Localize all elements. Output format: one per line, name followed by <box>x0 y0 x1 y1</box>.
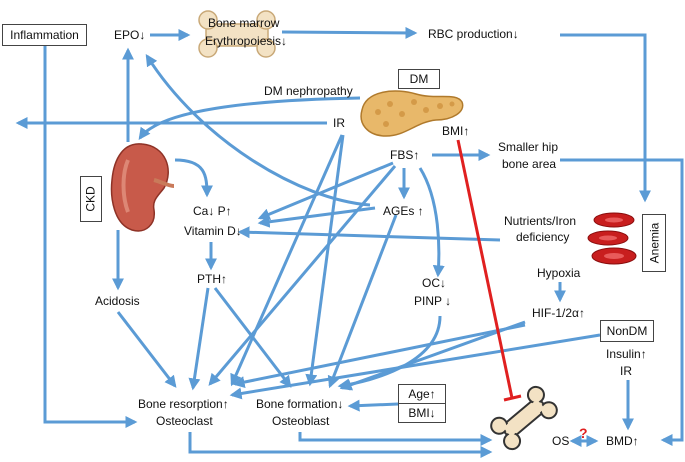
age-label: Age↑ <box>408 387 436 401</box>
ckd-label: CKD <box>84 186 98 212</box>
nutrients-label-2: deficiency <box>516 230 570 244</box>
pth-label: PTH↑ <box>197 272 227 286</box>
bone-formation-label: Bone formation↓ <box>256 397 344 411</box>
arrow-age-to-formation <box>347 399 399 412</box>
arrow-fbs-to-vitd <box>257 161 394 220</box>
insulin-label: Insulin↑ <box>606 347 647 361</box>
ckd-box: CKD <box>80 176 102 222</box>
pancreas-icon <box>360 90 464 137</box>
arrow-hif-to-resorption <box>232 323 526 388</box>
vitamin-d-label: Vitamin D↓ <box>184 224 242 238</box>
bone-marrow-icon <box>198 10 276 58</box>
erythropoiesis-label: Erythropoiesis↓ <box>205 34 288 48</box>
ir-nondm-label: IR <box>620 364 632 378</box>
arrow-ckd-to-ca <box>174 158 213 198</box>
arrow-ir-to-formation <box>305 134 345 387</box>
bone-resorption-label: Bone resorption↑ <box>138 397 229 411</box>
inhibit-bmi-to-bone <box>456 139 514 399</box>
bone-icon <box>490 385 558 451</box>
bmi-down-box: BMI↓ <box>398 403 446 423</box>
ages-label: AGEs ↑ <box>383 204 424 218</box>
arrow-fbs-to-resorption <box>208 165 397 386</box>
smaller-hip-label-1: Smaller hip <box>498 140 559 154</box>
arrow-resorption-to-bone <box>188 432 493 458</box>
hypoxia-label: Hypoxia <box>537 266 581 280</box>
arrow-dm-nephropathy-to-ckd <box>138 96 361 140</box>
arrow-bone-marrow-to-rbc <box>281 26 418 39</box>
arrow-ages-to-epo <box>145 53 371 207</box>
rbc-production-label: RBC production↓ <box>428 27 519 41</box>
smaller-hip-label-2: bone area <box>502 157 557 171</box>
bmi-up-label: BMI↑ <box>442 124 470 138</box>
fbs-label: FBS↑ <box>390 148 420 162</box>
question-mark: ? <box>579 425 588 441</box>
arrow-acidosis-to-resorption <box>116 311 177 388</box>
ir-top-label: IR <box>333 116 345 130</box>
inflammation-box: Inflammation <box>2 24 87 46</box>
arrow-hif-to-resorption-2 <box>229 333 601 400</box>
bmi-down-label: BMI↓ <box>408 406 436 420</box>
arrow-ages-to-formation <box>327 214 398 389</box>
pinp-label: PINP ↓ <box>414 294 452 308</box>
arrow-fbs-to-oc <box>418 167 445 278</box>
arrow-pth-to-resorption <box>188 287 210 391</box>
bone-marrow-label: Bone marrow <box>208 16 280 30</box>
hif-label: HIF-1/2α↑ <box>532 306 585 320</box>
arrow-hif-to-formation <box>339 320 526 391</box>
arrow-hip-to-bmd <box>560 158 684 446</box>
age-box: Age↑ <box>398 384 446 404</box>
anemia-label: Anemia <box>647 222 661 264</box>
epo-label: EPO↓ <box>114 28 146 42</box>
osteoclast-label: Osteoclast <box>156 414 213 428</box>
red-blood-cells-icon <box>587 212 637 265</box>
nondm-label: NonDM <box>606 324 648 338</box>
arrow-rbc-to-anemia <box>560 33 651 203</box>
nutrients-label-1: Nutrients/Iron <box>504 214 577 228</box>
osteoblast-label: Osteoblast <box>272 414 330 428</box>
bmd-label: BMD↑ <box>606 434 639 448</box>
inflammation-label: Inflammation <box>10 28 79 42</box>
arrow-formation-to-bone <box>298 432 493 446</box>
dm-box: DM <box>398 69 440 89</box>
arrow-inflammation-to-resorption <box>43 44 138 428</box>
oc-label: OC↓ <box>422 276 446 290</box>
dm-label: DM <box>409 72 429 86</box>
ca-p-label: Ca↓ P↑ <box>193 204 232 218</box>
acidosis-label: Acidosis <box>95 294 140 308</box>
arrow-nutrients-to-vitd <box>237 226 501 242</box>
anemia-box: Anemia <box>642 214 666 272</box>
arrow-ir-to-resorption <box>230 134 344 387</box>
nondm-box: NonDM <box>600 320 654 342</box>
dm-nephropathy-label: DM nephropathy <box>264 84 353 98</box>
kidney-icon <box>110 143 175 232</box>
os-label: OS <box>552 434 570 448</box>
